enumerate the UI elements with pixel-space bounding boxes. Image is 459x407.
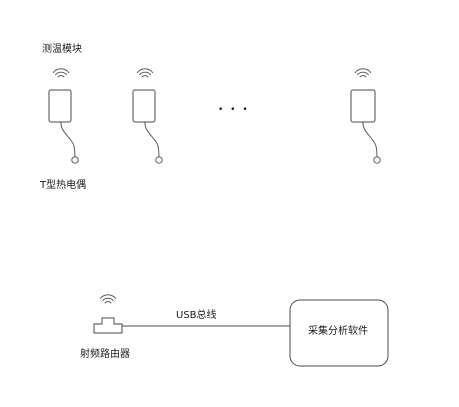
thermocouple-wire [60, 121, 76, 158]
module-title-label: 测温模块 [42, 44, 82, 55]
rf-router [93, 294, 123, 334]
wifi-signal-icon [52, 68, 70, 78]
module-body [132, 89, 156, 123]
thermocouple-probe-icon [155, 156, 163, 164]
router-icon [93, 317, 123, 334]
module-body [350, 89, 376, 123]
wifi-signal-icon [354, 68, 372, 78]
thermocouple-probe-icon [71, 156, 79, 164]
wifi-signal-icon [136, 68, 154, 78]
module-body [48, 89, 72, 123]
wifi-signal-icon [99, 294, 117, 304]
usb-bus-label: USB总线 [176, 310, 217, 321]
thermocouple-wire [144, 121, 160, 158]
software-box [289, 299, 389, 367]
software-label: 采集分析软件 [308, 326, 368, 337]
router-label: 射频路由器 [80, 349, 130, 360]
temperature-module-1 [48, 68, 79, 164]
temperature-module-n [350, 68, 381, 164]
ellipsis-dots: • • • [218, 105, 250, 115]
thermocouple-label: T型热电偶 [40, 180, 87, 191]
thermocouple-probe-icon [373, 156, 381, 164]
thermocouple-wire [362, 121, 378, 158]
temperature-module-2 [132, 68, 163, 164]
